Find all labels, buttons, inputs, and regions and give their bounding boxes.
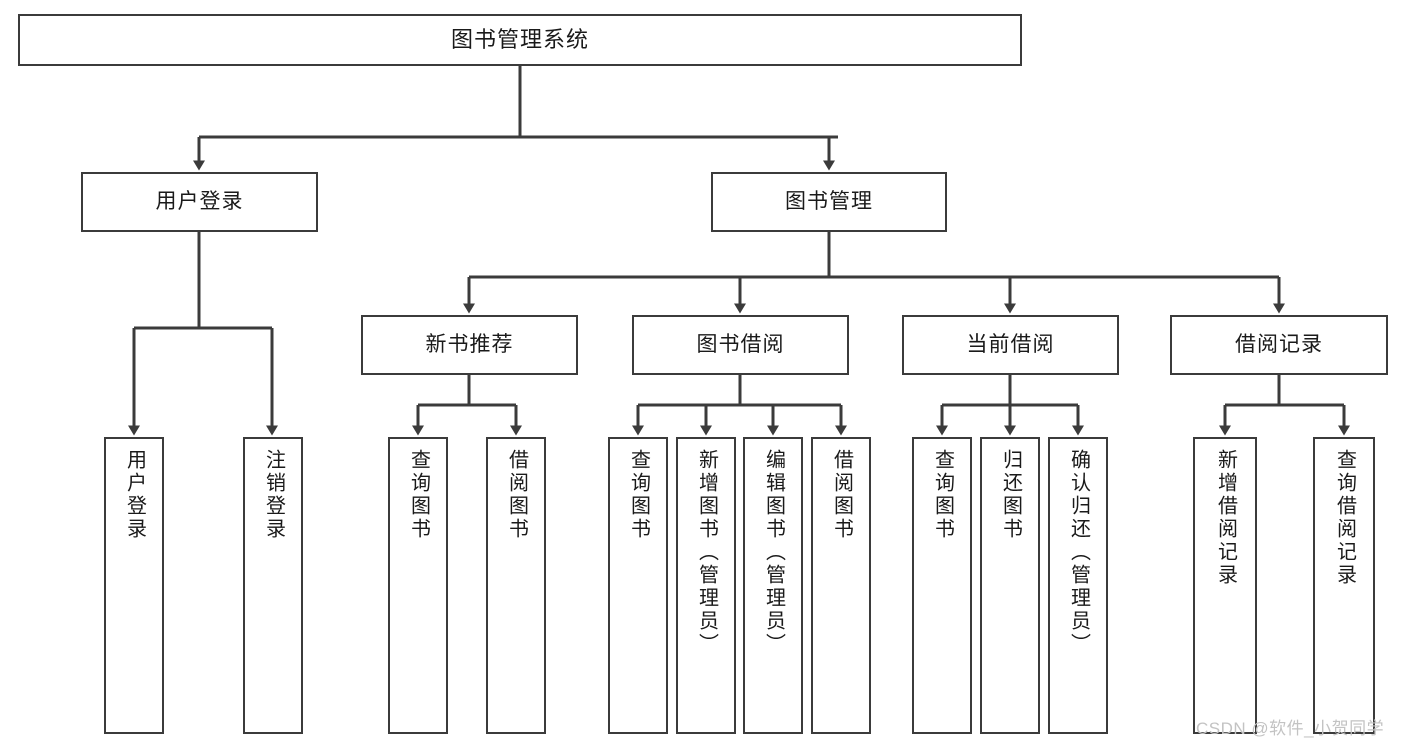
watermark-text: CSDN @软件_小贺同学 xyxy=(1196,719,1385,738)
node-user-login[interactable]: 用户登录 xyxy=(81,172,318,232)
leaf-label: 借阅图书 xyxy=(505,449,528,541)
leaf-query-book-current[interactable]: 查询图书 xyxy=(912,437,972,734)
leaf-label: 新增借阅记录 xyxy=(1214,449,1237,587)
leaf-query-borrow-record[interactable]: 查询借阅记录 xyxy=(1313,437,1375,734)
leaf-label: 借阅图书 xyxy=(830,449,853,541)
node-book-management[interactable]: 图书管理 xyxy=(711,172,947,232)
leaf-label: 编辑图书（管理员） xyxy=(762,449,785,656)
node-root[interactable]: 图书管理系统 xyxy=(18,14,1022,66)
node-current-borrow[interactable]: 当前借阅 xyxy=(902,315,1119,375)
leaf-label: 查询图书 xyxy=(407,449,430,541)
leaf-user-logout[interactable]: 注销登录 xyxy=(243,437,303,734)
leaf-add-book-admin[interactable]: 新增图书（管理员） xyxy=(676,437,736,734)
leaf-label: 查询借阅记录 xyxy=(1333,449,1356,587)
leaf-label: 确认归还（管理员） xyxy=(1067,449,1090,656)
node-book-borrow[interactable]: 图书借阅 xyxy=(632,315,849,375)
leaf-user-login[interactable]: 用户登录 xyxy=(104,437,164,734)
leaf-add-borrow-record[interactable]: 新增借阅记录 xyxy=(1193,437,1257,734)
leaf-return-book[interactable]: 归还图书 xyxy=(980,437,1040,734)
leaf-label: 用户登录 xyxy=(123,449,146,541)
leaf-query-book-borrow[interactable]: 查询图书 xyxy=(608,437,668,734)
leaf-confirm-return-admin[interactable]: 确认归还（管理员） xyxy=(1048,437,1108,734)
node-borrow-records[interactable]: 借阅记录 xyxy=(1170,315,1388,375)
leaf-borrow-book[interactable]: 借阅图书 xyxy=(811,437,871,734)
leaf-label: 注销登录 xyxy=(262,449,285,541)
node-new-book-recommend[interactable]: 新书推荐 xyxy=(361,315,578,375)
leaf-label: 查询图书 xyxy=(931,449,954,541)
leaf-label: 新增图书（管理员） xyxy=(695,449,718,656)
leaf-label: 查询图书 xyxy=(627,449,650,541)
leaf-edit-book-admin[interactable]: 编辑图书（管理员） xyxy=(743,437,803,734)
leaf-query-book-recommend[interactable]: 查询图书 xyxy=(388,437,448,734)
leaf-borrow-book-recommend[interactable]: 借阅图书 xyxy=(486,437,546,734)
leaf-label: 归还图书 xyxy=(999,449,1022,541)
